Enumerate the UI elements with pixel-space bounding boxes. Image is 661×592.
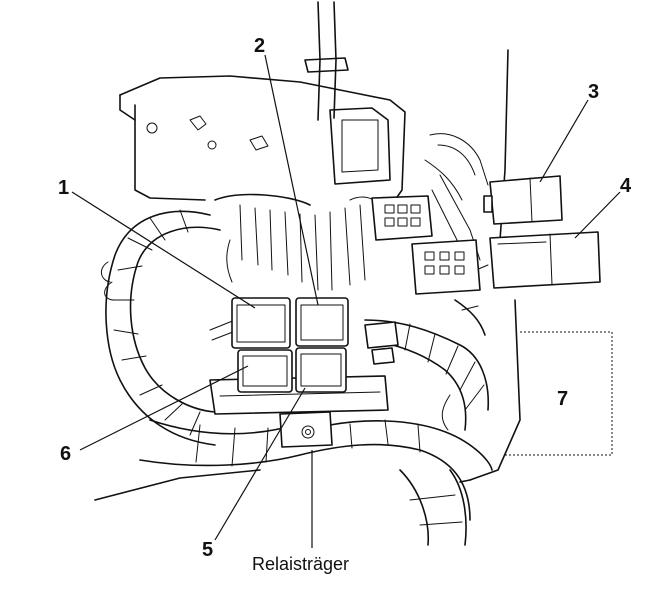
callout-4: 4 — [620, 175, 632, 197]
callout-6: 6 — [60, 443, 71, 465]
callout-1: 1 — [58, 177, 69, 199]
wiring-harness — [101, 133, 493, 546]
relay-4 — [489, 231, 601, 289]
leader-6 — [79, 365, 249, 451]
callout-2: 2 — [254, 35, 265, 57]
leader-2 — [264, 54, 319, 306]
relay-1 — [231, 297, 291, 349]
leader-4 — [574, 191, 621, 239]
dashed-outline-7 — [505, 331, 613, 456]
relay-5 — [295, 347, 347, 393]
relay-3 — [483, 175, 563, 225]
callout-5: 5 — [202, 539, 213, 561]
small-plug-connector — [364, 321, 399, 365]
callout-7: 7 — [557, 388, 568, 410]
leader-5 — [214, 387, 306, 541]
leader-3 — [539, 99, 589, 183]
relay-carrier-caption: Relaisträger — [252, 554, 349, 574]
multi-pin-connector-lower — [411, 239, 481, 295]
multi-pin-connector-upper — [371, 195, 433, 241]
leader-1 — [71, 191, 256, 309]
relay-6 — [237, 349, 293, 393]
callout-leaders — [71, 54, 621, 548]
relay-2 — [295, 297, 349, 347]
callout-3: 3 — [588, 81, 599, 103]
